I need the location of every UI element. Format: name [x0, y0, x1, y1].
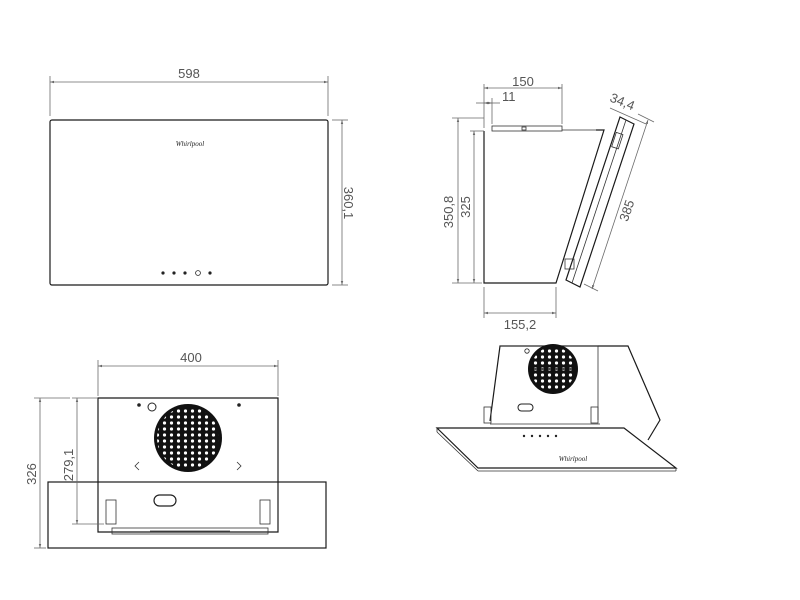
iso-view: Whirlpool: [435, 344, 678, 472]
side-depth-label: 150: [512, 74, 534, 89]
rear-screw-top-right: [237, 403, 241, 407]
rear-height-outer-label: 326: [24, 463, 39, 485]
rear-mark-left: [134, 461, 140, 471]
rear-width-label: 400: [180, 350, 202, 365]
rear-fitting: [147, 402, 157, 412]
front-panel: [49, 119, 329, 286]
iso-glass-edge-bottom-left: [436, 431, 479, 472]
side-glass-length-label: 385: [616, 198, 637, 223]
side-glass-length-ext-top: [637, 113, 655, 123]
rear-glass-panel: [47, 481, 327, 549]
front-view: 598 360,1 Whirlpool: [49, 66, 356, 286]
iso-control-buttons: [522, 434, 558, 438]
side-top-duct-tab: [521, 126, 527, 131]
control-button-3: [183, 271, 187, 275]
control-button-2: [172, 271, 176, 275]
iso-button-2: [530, 434, 534, 438]
control-button-1: [161, 271, 165, 275]
side-glass-length-dimension: [591, 119, 649, 290]
rear-hinge-left: [105, 499, 117, 525]
rear-height-inner-label: 279,1: [61, 449, 76, 482]
side-glass-thickness-label: 34,4: [608, 90, 637, 113]
front-logo: Whirlpool: [176, 140, 204, 148]
iso-button-3: [538, 434, 542, 438]
side-height-outer-label: 350,8: [441, 196, 456, 229]
side-bottom-label: 155,2: [504, 317, 537, 332]
rear-screw-top-left: [137, 403, 141, 407]
rear-view: 400 279,1 326: [24, 350, 327, 549]
side-glass-length-ext-bottom: [583, 283, 599, 292]
iso-glass-panel: [435, 427, 678, 469]
iso-button-1: [522, 434, 526, 438]
rear-housing: [97, 397, 279, 533]
iso-body: [489, 345, 661, 441]
side-glass-hinge-bottom: [564, 258, 575, 270]
rear-mark-right: [236, 461, 242, 471]
rear-bottom-rail: [111, 527, 269, 535]
iso-handle: [517, 403, 534, 412]
iso-hinge-right: [590, 406, 599, 424]
control-button-4: [195, 270, 201, 276]
rear-hinge-right: [259, 499, 271, 525]
iso-button-5: [554, 434, 558, 438]
iso-hinge-left: [483, 406, 492, 424]
side-offset-label: 11: [502, 89, 516, 104]
iso-fitting: [524, 348, 530, 354]
front-height-label: 360,1: [341, 187, 356, 220]
front-control-buttons: [161, 270, 212, 276]
front-width-label: 598: [178, 66, 200, 81]
side-body: [483, 129, 605, 284]
iso-button-4: [546, 434, 550, 438]
iso-logo: Whirlpool: [559, 455, 587, 463]
side-top-duct: [491, 125, 563, 132]
side-view: 150 11 34,4 385 350,8 325 155,2: [441, 74, 655, 332]
rear-handle: [153, 494, 177, 507]
side-height-inner-label: 325: [458, 196, 473, 218]
control-button-5: [208, 271, 212, 275]
